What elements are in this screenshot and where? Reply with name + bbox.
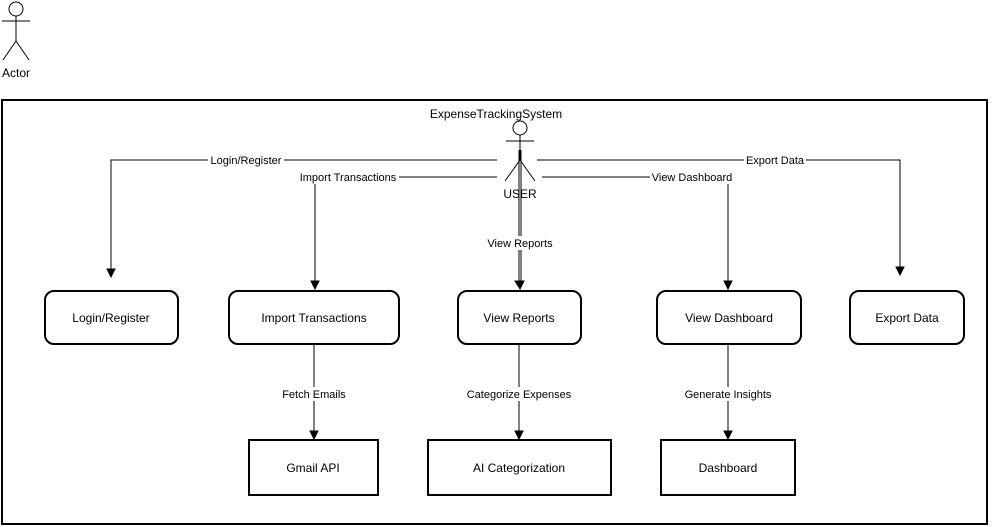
edge-insights: Generate Insights — [682, 344, 774, 441]
edge-fetch-emails: Fetch Emails — [279, 344, 349, 441]
user-actor[interactable] — [504, 120, 536, 182]
arrowhead — [309, 430, 319, 441]
component-label: Dashboard — [699, 461, 758, 475]
component-dashboard[interactable]: Dashboard — [660, 439, 796, 496]
use-case-label: Login/Register — [72, 311, 149, 325]
arrowhead — [514, 280, 525, 291]
edge-categorize: Categorize Expenses — [465, 344, 573, 441]
edge-label-reports: View Reports — [487, 238, 553, 250]
edge-label-insights: Generate Insights — [685, 389, 772, 401]
arrowhead — [723, 280, 733, 291]
arrowhead — [514, 430, 524, 441]
edge-export: Export Data — [537, 153, 905, 277]
use-case-import[interactable]: Import Transactions — [228, 290, 400, 345]
system-title: ExpenseTrackingSystem — [430, 107, 562, 121]
use-case-label: View Reports — [483, 311, 554, 325]
arrowhead — [310, 280, 320, 291]
component-ai[interactable]: AI Categorization — [427, 439, 612, 496]
arrowhead — [106, 268, 116, 279]
edge-label-export: Export Data — [746, 155, 805, 167]
use-case-label: View Dashboard — [685, 311, 773, 325]
component-label: AI Categorization — [473, 461, 565, 475]
use-case-export[interactable]: Export Data — [849, 290, 965, 345]
use-case-label: Export Data — [875, 311, 939, 325]
component-gmail[interactable]: Gmail API — [248, 439, 379, 496]
component-label: Gmail API — [286, 461, 339, 475]
use-case-login[interactable]: Login/Register — [44, 290, 179, 345]
actor-figure[interactable] — [2, 1, 30, 61]
use-case-dashboard-view[interactable]: View Dashboard — [656, 290, 802, 345]
use-case-reports[interactable]: View Reports — [457, 290, 582, 345]
edge-label-dashboard-view: View Dashboard — [652, 172, 733, 184]
edge-label-fetch: Fetch Emails — [282, 389, 346, 401]
arrowhead — [723, 430, 733, 441]
edge-label-login: Login/Register — [211, 155, 282, 167]
edge-login: Login/Register — [106, 153, 497, 279]
edge-label-import: Import Transactions — [300, 172, 397, 184]
edge-import: Import Transactions — [297, 170, 497, 291]
arrowhead — [895, 266, 905, 277]
actor-label: Actor — [2, 66, 30, 80]
user-label: USER — [503, 187, 537, 201]
edge-dashboard-view: View Dashboard — [542, 170, 734, 291]
edge-reports: View Reports — [484, 150, 556, 291]
edge-label-categorize: Categorize Expenses — [467, 389, 572, 401]
use-case-label: Import Transactions — [261, 311, 366, 325]
